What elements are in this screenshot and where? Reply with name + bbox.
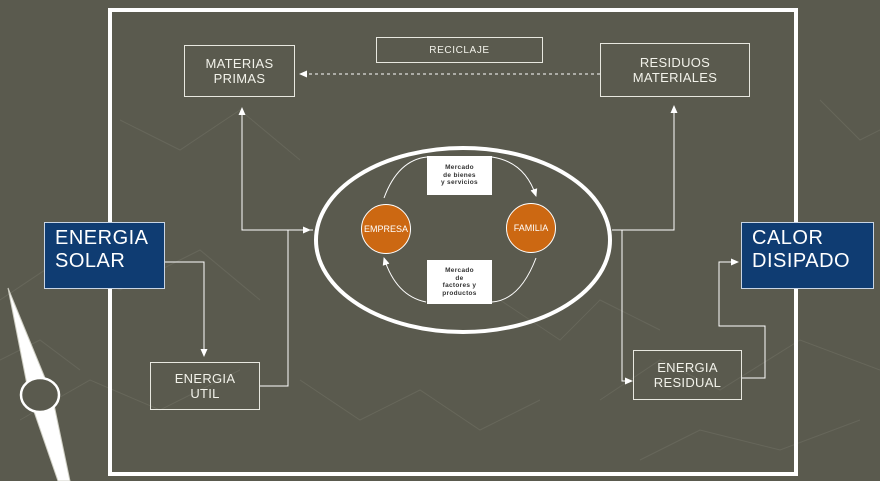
materias-primas-line1: MATERIAS [205, 56, 274, 71]
reciclaje-box: RECICLAJE [376, 37, 543, 63]
mercado-bienes-line2: de bienes [443, 171, 476, 179]
materias-primas-box: MATERIAS PRIMAS [184, 45, 295, 97]
mercado-bienes-box: Mercado de bienes y servicios [427, 156, 492, 195]
mercado-factores-line1: Mercado [445, 267, 474, 274]
familia-node: FAMILIA [506, 203, 556, 253]
energia-solar-box: ENERGIA SOLAR [44, 222, 165, 289]
energia-util-line2: UTIL [190, 386, 220, 401]
residuos-materiales-line2: MATERIALES [632, 70, 718, 85]
calor-disipado-line2: DISIPADO [752, 250, 851, 272]
empresa-node: EMPRESA [361, 204, 411, 254]
residuos-materiales-box: RESIDUOS MATERIALES [600, 43, 750, 97]
residuos-materiales-line1: RESIDUOS [639, 55, 711, 70]
energia-solar-line1: ENERGIA [55, 227, 149, 249]
materias-primas-line2: PRIMAS [213, 71, 266, 86]
empresa-label: EMPRESA [363, 224, 408, 234]
energia-residual-line1: ENERGIA [657, 360, 718, 375]
calor-disipado-box: CALOR DISIPADO [741, 222, 874, 289]
mercado-factores-line3: factores y [442, 282, 477, 289]
reciclaje-label: RECICLAJE [429, 44, 490, 56]
energia-util-box: ENERGIA UTIL [150, 362, 260, 410]
energia-residual-line2: RESIDUAL [653, 375, 722, 390]
energia-util-line1: ENERGIA [174, 371, 236, 386]
mercado-factores-line4: productos [442, 289, 477, 297]
energia-residual-box: ENERGIA RESIDUAL [633, 350, 742, 400]
mercado-bienes-line3: y servicios [441, 179, 478, 187]
mercado-factores-box: Mercado de factores y productos [427, 260, 492, 304]
mercado-factores-line2: de [455, 274, 464, 282]
familia-label: FAMILIA [513, 223, 549, 233]
energia-solar-line2: SOLAR [55, 250, 126, 272]
calor-disipado-line1: CALOR [752, 227, 824, 249]
compass-icon [7, 287, 71, 481]
mercado-bienes-line1: Mercado [445, 164, 474, 172]
